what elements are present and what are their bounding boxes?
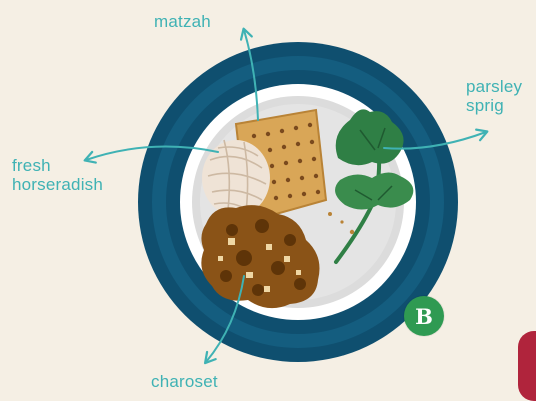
matzah-label-text: matzah <box>154 12 211 31</box>
section-badge-b: B <box>404 296 444 336</box>
charoset-label-text: charoset <box>151 372 218 391</box>
edge-decoration <box>518 331 536 401</box>
horseradish-label-line1: fresh <box>12 156 103 175</box>
charoset-label: charoset <box>151 372 218 391</box>
parsley-label-line1: parsley <box>466 77 522 96</box>
horseradish-label: fresh horseradish <box>12 156 103 194</box>
parsley-label-line2: sprig <box>466 96 522 115</box>
matzah-label: matzah <box>154 12 211 31</box>
parsley-sprig-label: parsley sprig <box>466 77 522 115</box>
horseradish-label-line2: horseradish <box>12 175 103 194</box>
